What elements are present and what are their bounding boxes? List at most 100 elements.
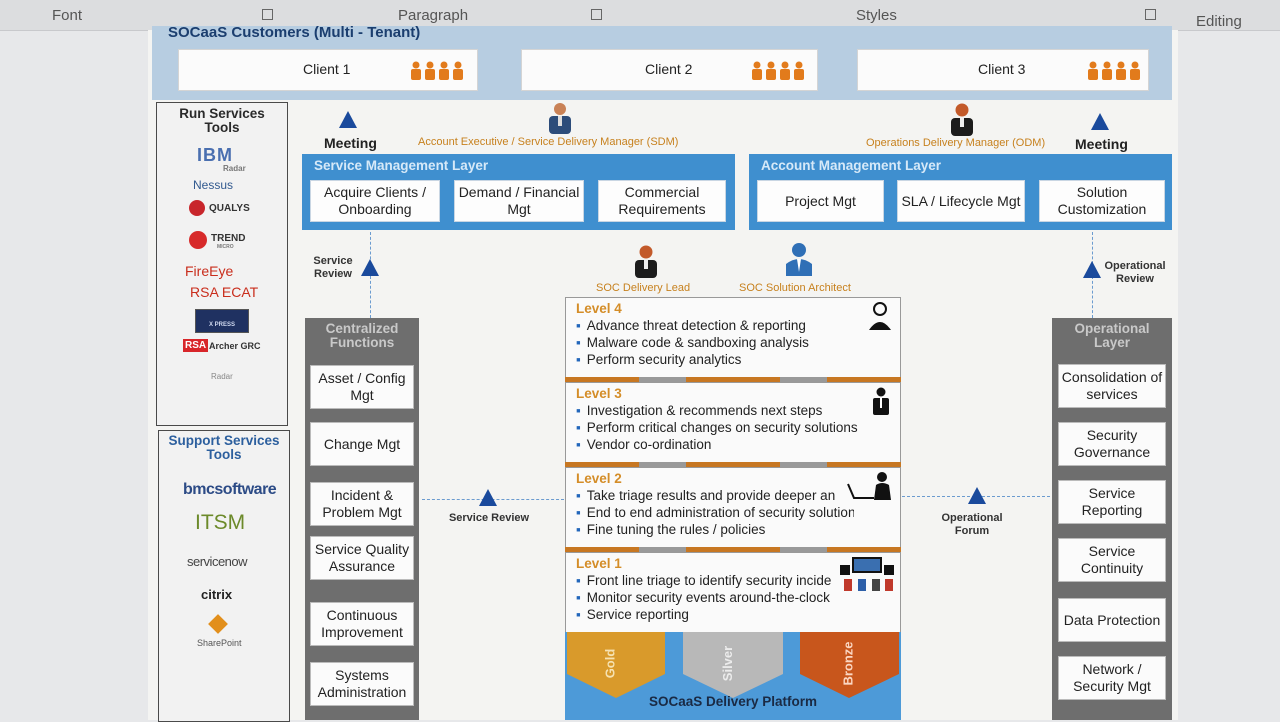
- meeting-left-triangle-icon: [339, 111, 357, 128]
- people-group-icon: [411, 61, 463, 80]
- commercial-requirements-box: Commercial Requirements: [598, 180, 726, 222]
- itsm-logo: ITSM: [195, 511, 246, 534]
- network-security-box: Network / Security Mgt: [1058, 656, 1166, 700]
- soc-delivery-lead-label: SOC Delivery Lead: [596, 282, 691, 294]
- project-mgt-box: Project Mgt: [757, 180, 884, 222]
- list-item: Monitor security events around-the-clock: [576, 589, 841, 606]
- service-review-mid-triangle-icon: [479, 489, 497, 506]
- list-item: Malware code & sandboxing analysis: [576, 334, 809, 351]
- xpress-logo: X PRESS: [195, 309, 249, 333]
- gold-tier-label: Gold: [602, 648, 618, 679]
- nessus-logo: Nessus: [193, 178, 234, 192]
- diagram-title: SOCaaS Customers (Multi - Tenant): [168, 24, 421, 41]
- bmc-software-logo: bmcsoftware: [183, 481, 277, 498]
- radar-logo-small: Radar: [211, 372, 233, 381]
- level-separator: [565, 547, 901, 552]
- service-review-mid-label: Service Review: [448, 512, 530, 524]
- sharepoint-logo: SharePoint: [197, 638, 242, 648]
- operational-layer-column: Operational Layer Consolidation of servi…: [1052, 318, 1172, 720]
- list-item: Service reporting: [576, 606, 841, 623]
- list-item: Take triage results and provide deeper a…: [576, 487, 854, 504]
- odm-label: Operations Delivery Manager (ODM): [866, 137, 1046, 149]
- paragraph-dialog-launcher-icon[interactable]: [591, 9, 602, 20]
- rsa-ecat-logo: RSA ECAT: [190, 284, 259, 300]
- soc-solution-architect-person-icon: [786, 243, 812, 276]
- level-title: Level 1: [576, 556, 622, 571]
- bronze-tier-label: Bronze: [840, 641, 856, 686]
- account-executive-person-icon: [549, 103, 571, 134]
- service-review-triangle-icon: [361, 259, 379, 276]
- service-management-title: Service Management Layer: [314, 158, 489, 173]
- soc-delivery-lead-person-icon: [635, 245, 657, 278]
- qualys-logo: QUALYS: [209, 203, 250, 214]
- run-services-title: Run Services Tools: [179, 106, 265, 135]
- trend-logo: TREND: [211, 233, 246, 244]
- ae-sdm-label: Account Executive / Service Delivery Man…: [418, 136, 679, 148]
- micro-logo: MICRO: [217, 244, 234, 250]
- operational-review-label: Operational Review: [1104, 260, 1166, 285]
- change-mgt-box: Change Mgt: [310, 422, 414, 466]
- silver-tier-shape: [683, 632, 783, 698]
- client-3-box: Client 3: [857, 49, 1149, 91]
- font-dialog-launcher-icon[interactable]: [262, 9, 273, 20]
- security-governance-box: Security Governance: [1058, 422, 1166, 466]
- sla-lifecycle-box: SLA / Lifecycle Mgt: [897, 180, 1025, 222]
- level-title: Level 3: [576, 386, 622, 401]
- consolidation-box: Consolidation of services: [1058, 364, 1166, 408]
- level-separator: [565, 462, 901, 467]
- list-item: End to end administration of security so…: [576, 504, 854, 521]
- data-protection-box: Data Protection: [1058, 598, 1166, 642]
- list-item: Vendor co-ordination: [576, 436, 858, 453]
- ribbon-paragraph-label[interactable]: Paragraph: [398, 7, 469, 24]
- account-management-title: Account Management Layer: [761, 158, 942, 173]
- ribbon-styles-label[interactable]: Styles: [856, 7, 897, 24]
- operations-delivery-manager-person-icon: [951, 103, 973, 136]
- client-label: Client 3: [978, 61, 1026, 77]
- analyst-person-icon: [869, 302, 891, 330]
- service-reporting-box: Service Reporting: [1058, 480, 1166, 524]
- client-label: Client 1: [303, 61, 351, 77]
- people-group-icon: [752, 61, 804, 80]
- list-item: Investigation & recommends next steps: [576, 402, 858, 419]
- operational-layer-title: Operational Layer: [1074, 321, 1150, 350]
- continuous-improvement-box: Continuous Improvement: [310, 602, 414, 646]
- ribbon-editing-label[interactable]: Editing: [1196, 13, 1242, 30]
- ribbon-font-label[interactable]: Font: [52, 7, 83, 24]
- list-item: Fine tuning the rules / policies: [576, 521, 854, 538]
- level-1-box: Level 1 Front line triage to identify se…: [565, 552, 901, 634]
- fireeye-logo: FireEye: [185, 263, 234, 279]
- list-item: Perform security analytics: [576, 351, 809, 368]
- archer-grc-logo: Archer GRC: [209, 341, 261, 351]
- platform-label: SOCaaS Delivery Platform: [648, 694, 818, 709]
- level-3-box: Level 3 Investigation & recommends next …: [565, 382, 901, 464]
- level-2-box: Level 2 Take triage results and provide …: [565, 467, 901, 549]
- gold-tier-shape: [567, 632, 665, 698]
- client-1-box: Client 1: [178, 49, 478, 91]
- word-ribbon: Font Paragraph Styles Editing: [0, 0, 1280, 31]
- silver-tier-label: Silver: [720, 645, 736, 682]
- soc-solution-architect-label: SOC Solution Architect: [739, 282, 851, 294]
- list-item: Front line triage to identify security i…: [576, 572, 841, 589]
- people-group-icon: [1088, 61, 1140, 80]
- level-3-list: Investigation & recommends next steps Pe…: [576, 402, 858, 453]
- level-4-list: Advance threat detection & reporting Mal…: [576, 317, 809, 368]
- servicenow-logo: servicenow: [187, 554, 248, 569]
- level-separator: [565, 377, 901, 382]
- trend-micro-icon: [189, 231, 207, 249]
- service-management-layer: Service Management Layer Acquire Clients…: [302, 154, 735, 230]
- run-services-tools-panel: Run Services Tools IBM Radar Nessus QUAL…: [156, 102, 288, 426]
- support-services-tools-panel: Support Services Tools bmcsoftware ITSM …: [158, 430, 290, 722]
- sharepoint-icon: [208, 614, 228, 634]
- rsa-logo: RSA: [183, 339, 209, 352]
- client-label: Client 2: [645, 61, 693, 77]
- demand-financial-box: Demand / Financial Mgt: [454, 180, 584, 222]
- meeting-left-label: Meeting: [324, 135, 377, 151]
- operational-forum-triangle-icon: [968, 487, 986, 504]
- level-1-list: Front line triage to identify security i…: [576, 572, 841, 623]
- radar-logo: Radar: [223, 164, 246, 173]
- service-quality-box: Service Quality Assurance: [310, 536, 414, 580]
- soc-monitoring-room-icon: [840, 557, 894, 591]
- incident-problem-box: Incident & Problem Mgt: [310, 482, 414, 526]
- qualys-shield-icon: [189, 200, 205, 216]
- styles-dialog-launcher-icon[interactable]: [1145, 9, 1156, 20]
